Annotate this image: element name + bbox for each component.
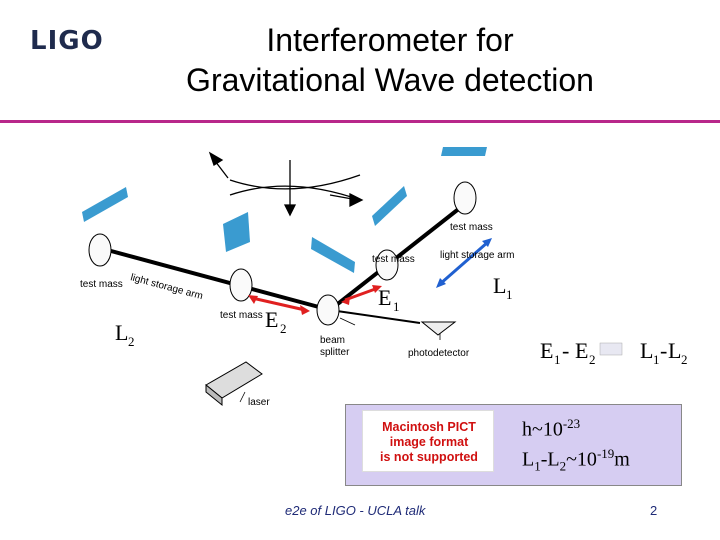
- label-light-storage-arm-right: light storage arm: [440, 250, 514, 261]
- label-splitter: splitter: [320, 347, 350, 358]
- footer-text: e2e of LIGO - UCLA talk: [285, 503, 426, 518]
- svg-text:L: L: [115, 320, 128, 345]
- svg-text:2: 2: [589, 352, 596, 367]
- symbol-E1: E 1: [378, 285, 400, 314]
- slide-title: Interferometer for Gravitational Wave de…: [150, 20, 630, 100]
- symbol-E2: E 2: [265, 307, 287, 336]
- label-photodetector: photodetector: [408, 348, 470, 359]
- title-line-1: Interferometer for: [266, 22, 514, 58]
- mirror-top: [441, 147, 487, 156]
- label-light-storage-arm-left: light storage arm: [129, 272, 204, 302]
- pict-placeholder: [362, 410, 494, 472]
- label-test-mass-top: test mass: [450, 222, 493, 233]
- e-arrows: [248, 285, 382, 315]
- l1-arrow: [436, 238, 492, 288]
- svg-text:-: -: [660, 338, 667, 363]
- label-test-mass-inner-right: test mass: [372, 254, 415, 265]
- test-mass-inner-right: [375, 249, 399, 281]
- beam-splitter-mass: [316, 294, 340, 326]
- svg-text:L: L: [640, 338, 653, 363]
- svg-text:E: E: [265, 307, 278, 332]
- formula-h: h~10-23: [522, 416, 581, 441]
- label-test-mass-far-left: test mass: [80, 279, 123, 290]
- laser-icon: [205, 361, 263, 407]
- page-number: 2: [650, 503, 658, 518]
- leader-lines: [239, 317, 441, 403]
- svg-text:E: E: [540, 338, 553, 363]
- mini-pict-icon: [599, 342, 623, 356]
- interferometer-diagram: test mass light storage arm test mass te…: [80, 147, 688, 408]
- title-divider: [0, 120, 720, 123]
- svg-text:E: E: [575, 338, 588, 363]
- svg-text:L: L: [493, 273, 506, 298]
- mirror-plates: [82, 147, 487, 273]
- title-line-2: Gravitational Wave detection: [186, 62, 594, 98]
- pict-line-2: image format: [389, 435, 469, 449]
- test-mass-top: [453, 181, 477, 215]
- test-mass-far-left: [88, 233, 112, 267]
- pict-line-3: is not supported: [380, 450, 478, 464]
- mirror-far-left: [82, 187, 128, 222]
- pict-placeholder-text: Macintosh PICT image format is not suppo…: [368, 420, 490, 465]
- svg-text:1: 1: [554, 352, 561, 367]
- label-test-mass-inner-left: test mass: [220, 310, 263, 321]
- svg-text:1: 1: [653, 352, 660, 367]
- storage-arm-beams: [99, 198, 472, 324]
- svg-text:2: 2: [128, 334, 135, 349]
- svg-text:L: L: [668, 338, 681, 363]
- test-mass-inner-left: [229, 268, 253, 302]
- svg-text:1: 1: [506, 287, 513, 302]
- test-masses: [88, 181, 477, 326]
- pict-line-1: Macintosh PICT: [382, 420, 476, 434]
- symbol-L2: L 2: [115, 320, 135, 349]
- expression-e1-minus-e2: E 1 - E 2: [540, 338, 596, 367]
- mirror-center: [311, 237, 355, 273]
- svg-text:E: E: [378, 285, 391, 310]
- label-beam: beam: [320, 335, 345, 346]
- mirror-inner-left: [223, 212, 250, 252]
- svg-text:-: -: [562, 338, 569, 363]
- photodetector-icon: [420, 321, 457, 336]
- symbol-L1: L 1: [493, 273, 513, 302]
- svg-text:2: 2: [280, 321, 287, 336]
- expression-l1-minus-l2: L 1 - L 2: [640, 338, 688, 367]
- gw-polarization-icon: [208, 151, 364, 217]
- ligo-logo: LIGO: [30, 26, 104, 56]
- svg-text:1: 1: [393, 299, 400, 314]
- svg-text:2: 2: [681, 352, 688, 367]
- formula-length: L1-L2~10-19m: [522, 446, 630, 474]
- label-laser: laser: [248, 397, 270, 408]
- mirror-inner-right: [372, 186, 407, 226]
